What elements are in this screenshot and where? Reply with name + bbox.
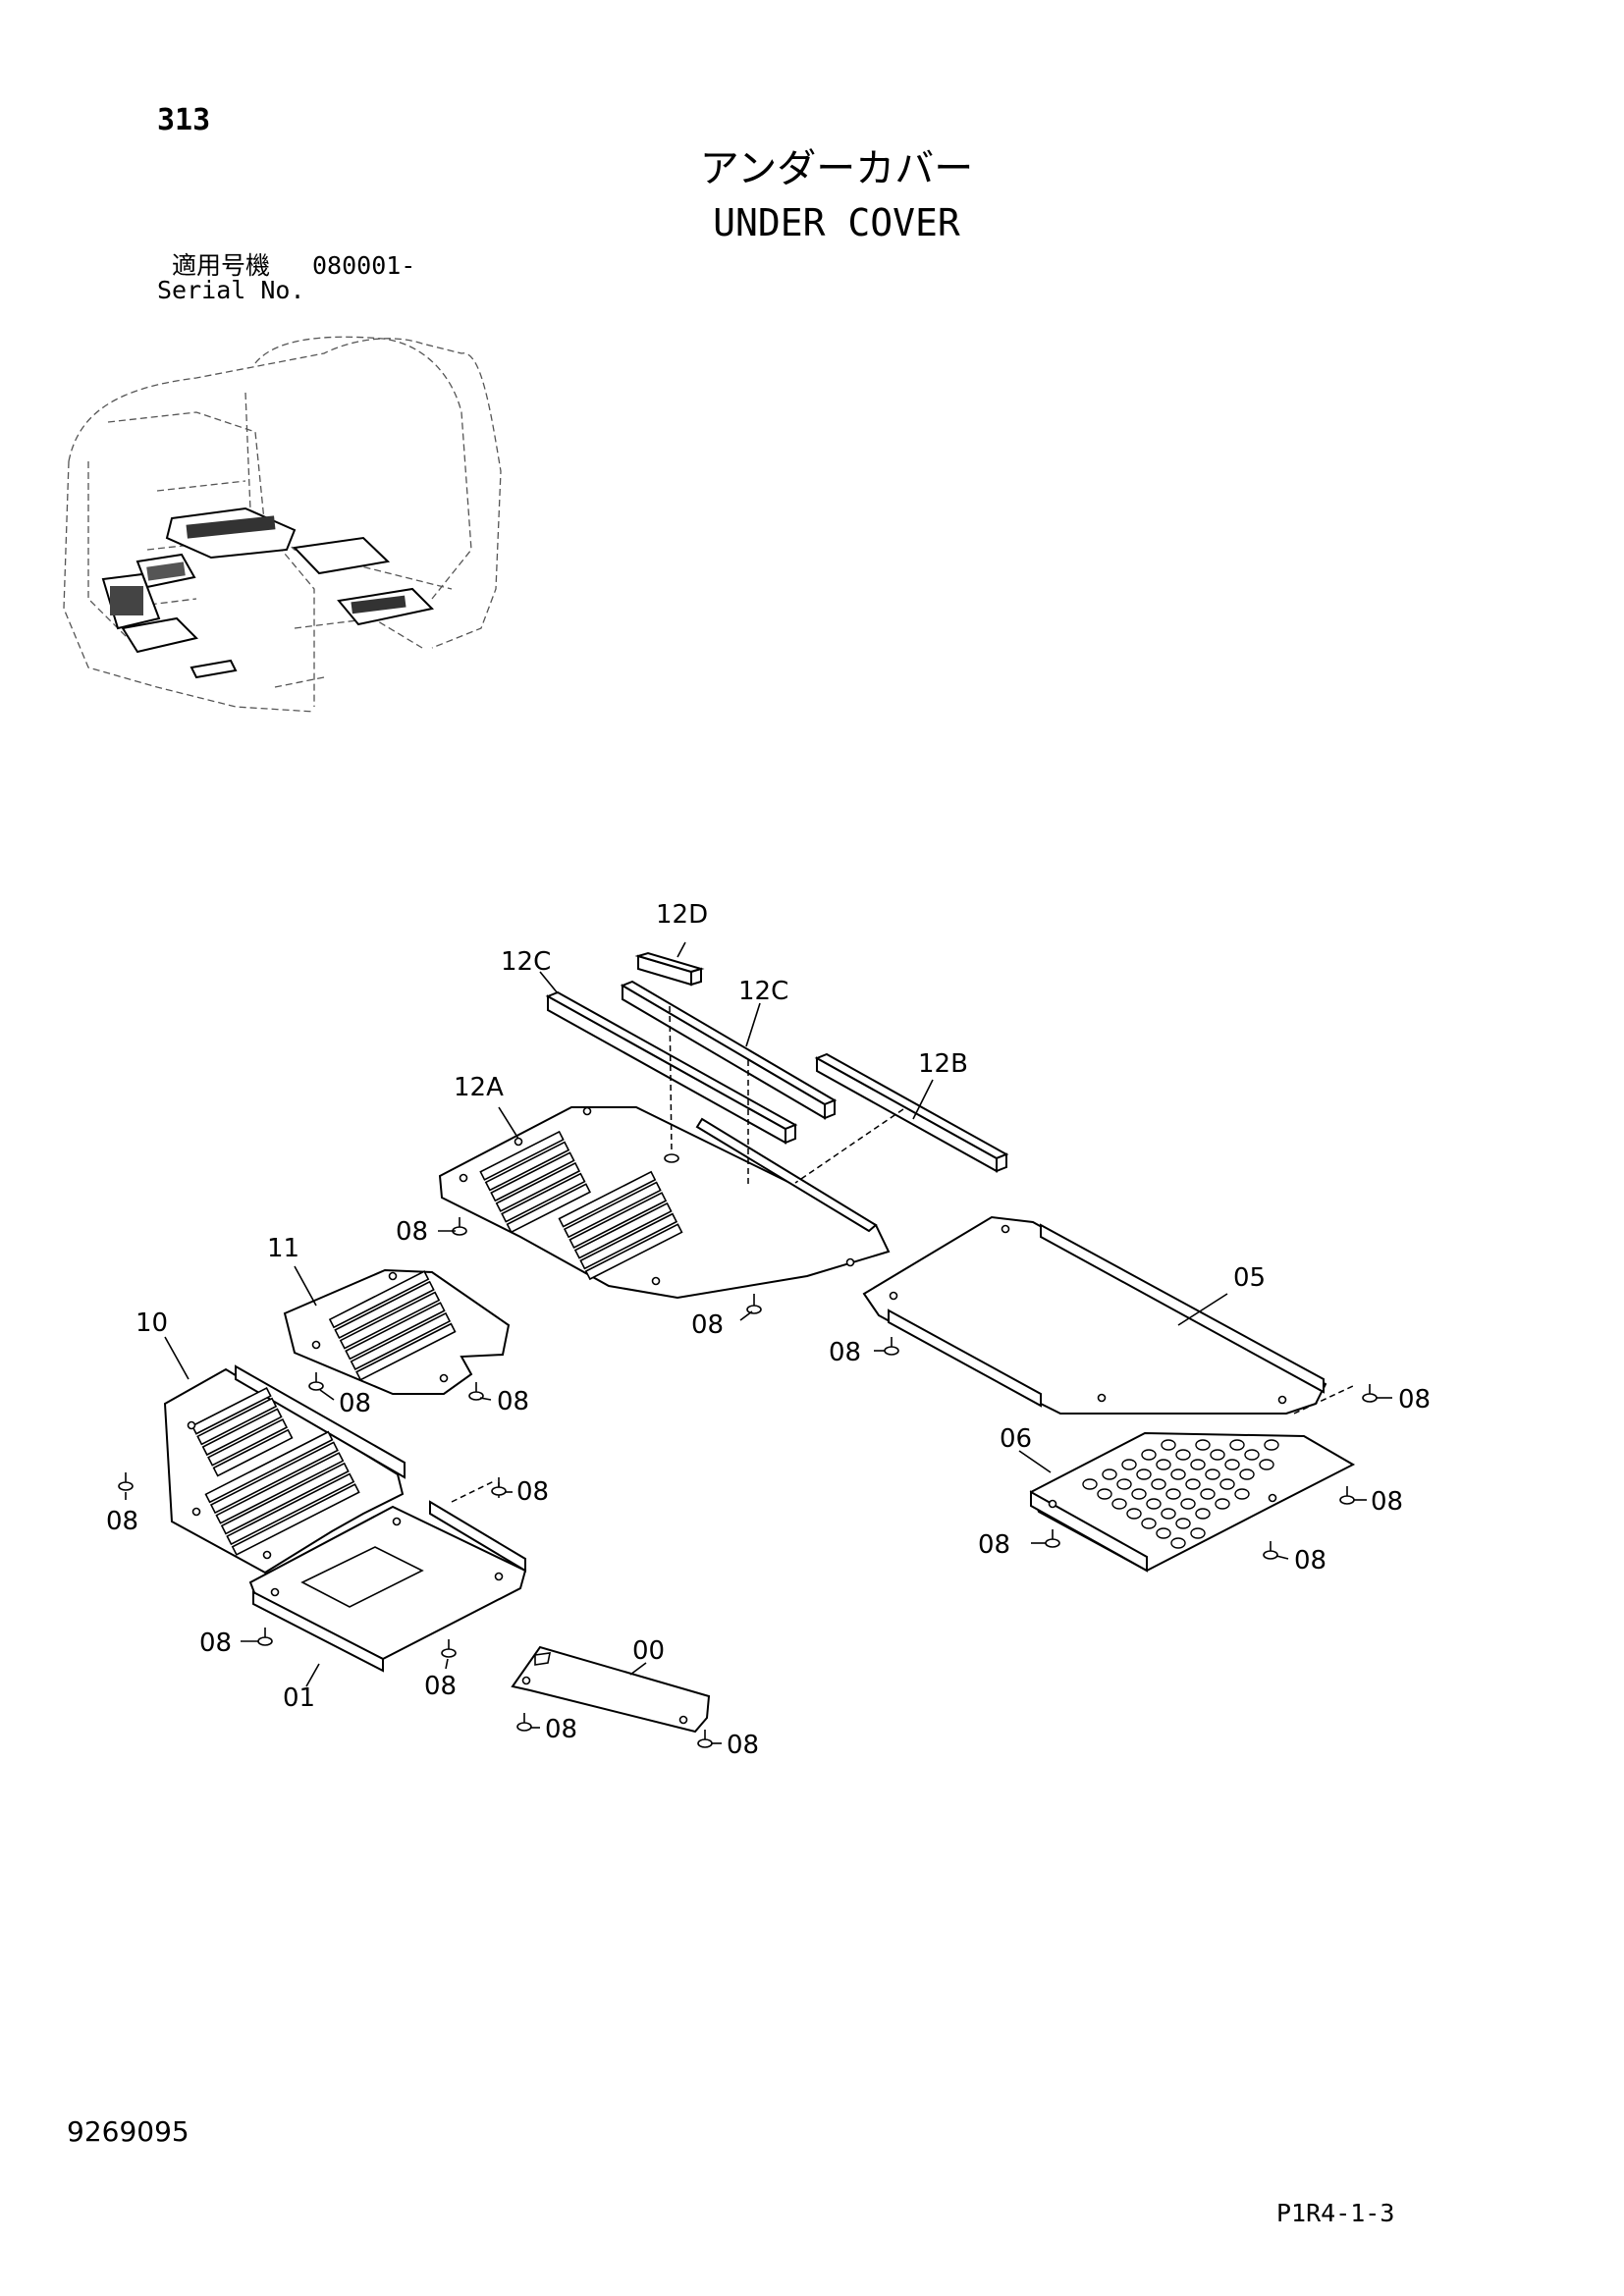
- bolt-08-f: [491, 1477, 507, 1496]
- bolt-08-c: [308, 1372, 324, 1391]
- bolt-08-g: [257, 1628, 273, 1646]
- callout-08-a: 08: [396, 1217, 428, 1247]
- callout-08-m: 08: [978, 1530, 1010, 1560]
- page-title-english: UNDER COVER: [713, 201, 960, 244]
- callout-00: 00: [632, 1636, 665, 1666]
- bolt-08-k: [884, 1337, 899, 1356]
- page-title-japanese: アンダーカバー: [699, 146, 974, 191]
- callout-08-l: 08: [1398, 1385, 1431, 1415]
- callout-12c-right: 12C: [738, 977, 788, 1006]
- bolt-08-m: [1045, 1529, 1060, 1548]
- part-12a-main-under-cover: [438, 1106, 891, 1300]
- alignment-dashed-lines: [451, 1005, 1354, 1503]
- document-number: 9269095: [67, 2115, 189, 2148]
- callout-08-j: 08: [727, 1731, 759, 1760]
- bolts-part-08: [118, 1217, 1378, 1748]
- part-12c-seal-strip-a: [545, 990, 798, 1145]
- callout-08-i: 08: [545, 1715, 577, 1744]
- page-number: 313: [157, 103, 211, 137]
- callout-labels: 12D 12C 12C 12B 12A 11 10 05 06 00 01 08…: [106, 900, 1431, 1760]
- machine-overview-thumbnail: [63, 336, 502, 713]
- part-01-access-cover: [248, 1500, 527, 1673]
- callout-05: 05: [1233, 1263, 1266, 1293]
- bolt-08-h: [441, 1639, 457, 1658]
- callout-06: 06: [1000, 1424, 1032, 1454]
- callout-08-c: 08: [339, 1389, 371, 1418]
- part-11-vented-cover: [283, 1268, 511, 1395]
- part-05-under-cover-right: [862, 1215, 1327, 1415]
- serial-label-japanese: 適用号機: [172, 251, 271, 280]
- bolt-08-b: [746, 1294, 762, 1314]
- bolt-08-a: [452, 1217, 467, 1236]
- bolt-08-l: [1362, 1384, 1378, 1403]
- part-12b-seal-strip: [814, 1052, 1009, 1173]
- bolt-08-o: [1263, 1541, 1278, 1560]
- serial-range: 080001-: [312, 251, 416, 280]
- callout-10: 10: [135, 1308, 168, 1338]
- bolt-08-j: [697, 1730, 713, 1748]
- callout-11: 11: [267, 1234, 299, 1263]
- callout-08-o: 08: [1294, 1546, 1326, 1575]
- callout-08-d: 08: [497, 1387, 529, 1416]
- part-06-perforated-cover: [1029, 1431, 1356, 1573]
- part-00-small-cover: [511, 1645, 711, 1734]
- callout-08-g: 08: [199, 1629, 232, 1658]
- callout-12c-left: 12C: [501, 947, 551, 977]
- callout-08-f: 08: [516, 1477, 549, 1507]
- part-10-vented-side-cover: [163, 1364, 406, 1575]
- callout-08-n: 08: [1371, 1487, 1403, 1517]
- part-12c-seal-strip-b: [620, 980, 838, 1120]
- callout-08-b: 08: [691, 1310, 724, 1340]
- callout-12d: 12D: [656, 900, 708, 930]
- callout-08-e: 08: [106, 1507, 138, 1536]
- part-12d-spacer-block: [634, 951, 705, 987]
- bolt-08-e: [118, 1472, 134, 1491]
- bolt-08-n: [1339, 1486, 1355, 1505]
- callout-01: 01: [283, 1683, 315, 1713]
- callout-08-k: 08: [829, 1338, 861, 1367]
- leader-lines: [125, 941, 1392, 1744]
- page-code: P1R4-1-3: [1276, 2199, 1395, 2227]
- bolt-08-i: [516, 1713, 532, 1732]
- callout-12b: 12B: [918, 1049, 968, 1079]
- bolt-08-d: [468, 1382, 484, 1401]
- serial-label-english: Serial No.: [157, 276, 305, 304]
- callout-08-h: 08: [424, 1672, 457, 1701]
- callout-12a: 12A: [454, 1073, 504, 1102]
